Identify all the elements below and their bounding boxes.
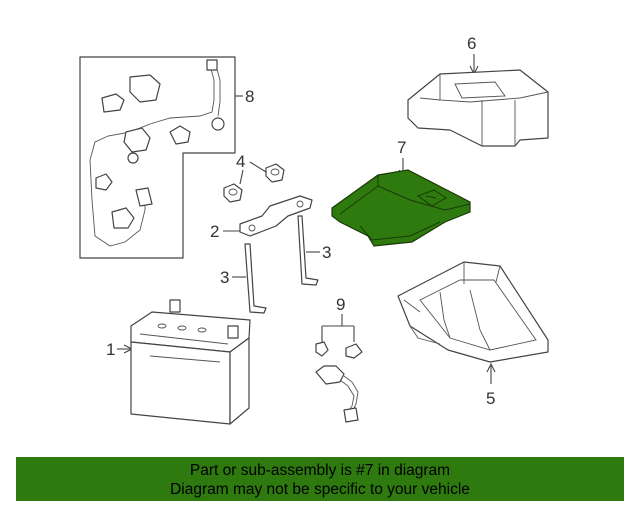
battery-cable-harness xyxy=(79,56,243,259)
info-banner: Part or sub-assembly is #7 in diagram Di… xyxy=(16,457,624,501)
battery xyxy=(130,299,251,425)
callout-6: 6 xyxy=(467,34,476,53)
banner-line-1: Part or sub-assembly is #7 in diagram xyxy=(189,462,451,479)
hold-down-nuts xyxy=(223,163,285,203)
battery-cover-part-7 xyxy=(331,169,471,247)
battery-tray xyxy=(397,261,549,363)
callout-9: 9 xyxy=(336,295,345,314)
hold-down-bracket xyxy=(239,195,313,237)
banner-line-2: Diagram may not be specific to your vehi… xyxy=(170,481,470,498)
parts-diagram: 8 6 7 4 2 3 3 xyxy=(79,34,549,425)
callout-2: 2 xyxy=(210,222,219,241)
callout-1: 1 xyxy=(106,340,115,359)
callout-3-right: 3 xyxy=(322,243,331,262)
callout-5: 5 xyxy=(486,389,495,408)
callout-8: 8 xyxy=(245,87,254,106)
callout-3-left: 3 xyxy=(220,268,229,287)
callout-4: 4 xyxy=(236,152,245,171)
battery-box-upper xyxy=(407,69,549,147)
callout-7: 7 xyxy=(397,138,406,157)
terminal-cable xyxy=(315,341,363,423)
hold-down-rods xyxy=(244,215,319,314)
